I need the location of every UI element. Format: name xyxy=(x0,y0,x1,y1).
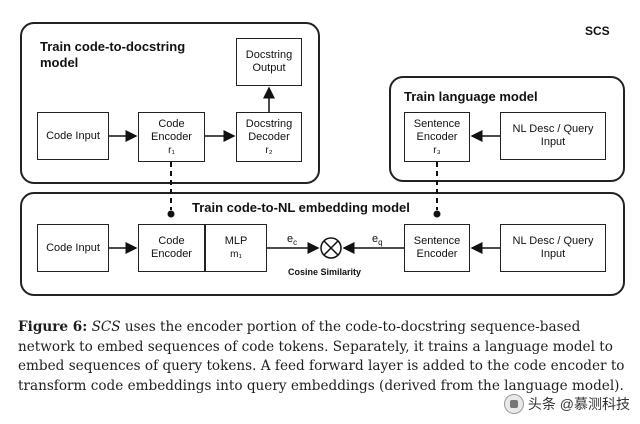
nl-desc-box-bottom: NL Desc / Query Input xyxy=(500,224,606,272)
panel-title-language-model: Train language model xyxy=(404,89,538,104)
caption-lead: Figure 6: xyxy=(18,319,88,335)
code-encoder-sub-top: r₁ xyxy=(168,144,175,156)
code-encoder-box-bottom: Code Encoder xyxy=(138,224,205,272)
e-c-label: ec xyxy=(287,233,298,248)
code-encoder-label-bottom: Code Encoder xyxy=(151,235,192,260)
transfer-dot-left xyxy=(167,210,175,218)
e-q-label: eq xyxy=(372,233,383,248)
mlp-box: MLP m₁ xyxy=(205,224,267,272)
cosine-similarity-label: Cosine Similarity xyxy=(288,267,362,277)
docstring-decoder-box: Docstring Decoder r₂ xyxy=(236,112,302,162)
transfer-dot-right xyxy=(433,210,441,218)
panel-title-code-to-docstring: Train code-to-docstring model xyxy=(40,39,186,70)
nl-desc-label-top: NL Desc / Query Input xyxy=(512,123,594,148)
docstring-decoder-sub: r₂ xyxy=(265,144,273,156)
sentence-encoder-sub-top: r₃ xyxy=(433,144,441,156)
sentence-encoder-label-bottom: Sentence Encoder xyxy=(413,235,461,260)
watermark: 头条 @慕测科技 xyxy=(503,394,630,414)
docstring-output-box: Docstring Output xyxy=(236,38,302,86)
watermark-text: 头条 @慕测科技 xyxy=(527,396,630,412)
figure-caption: Figure 6: SCS uses the encoder portion o… xyxy=(18,318,628,396)
mlp-label: MLP xyxy=(224,235,248,247)
code-encoder-label-top: Code Encoder xyxy=(151,117,192,143)
sentence-encoder-box-bottom: Sentence Encoder xyxy=(404,224,470,272)
cosine-operator-icon xyxy=(320,237,342,259)
nl-desc-box-top: NL Desc / Query Input xyxy=(500,112,606,160)
code-encoder-box-top: Code Encoder r₁ xyxy=(138,112,205,162)
sentence-encoder-box-top: Sentence Encoder r₃ xyxy=(404,112,470,162)
caption-emph: SCS xyxy=(91,319,121,335)
nl-desc-label-bottom: NL Desc / Query Input xyxy=(512,235,594,260)
code-input-box-bottom: Code Input xyxy=(37,224,109,272)
mlp-sub: m₁ xyxy=(230,249,242,260)
code-input-box-top: Code Input xyxy=(37,112,109,160)
panel-title-embedding-model: Train code-to-NL embedding model xyxy=(192,200,410,215)
code-input-label-bottom: Code Input xyxy=(46,241,100,254)
code-input-label-top: Code Input xyxy=(46,129,100,142)
docstring-decoder-label: Docstring Decoder xyxy=(245,117,293,143)
corner-label: SCS xyxy=(585,24,610,38)
sentence-encoder-label-top: Sentence Encoder xyxy=(413,117,461,143)
docstring-output-label: Docstring Output xyxy=(245,49,293,74)
watermark-logo-icon xyxy=(503,394,524,414)
caption-text: uses the encoder portion of the code-to-… xyxy=(18,319,625,394)
